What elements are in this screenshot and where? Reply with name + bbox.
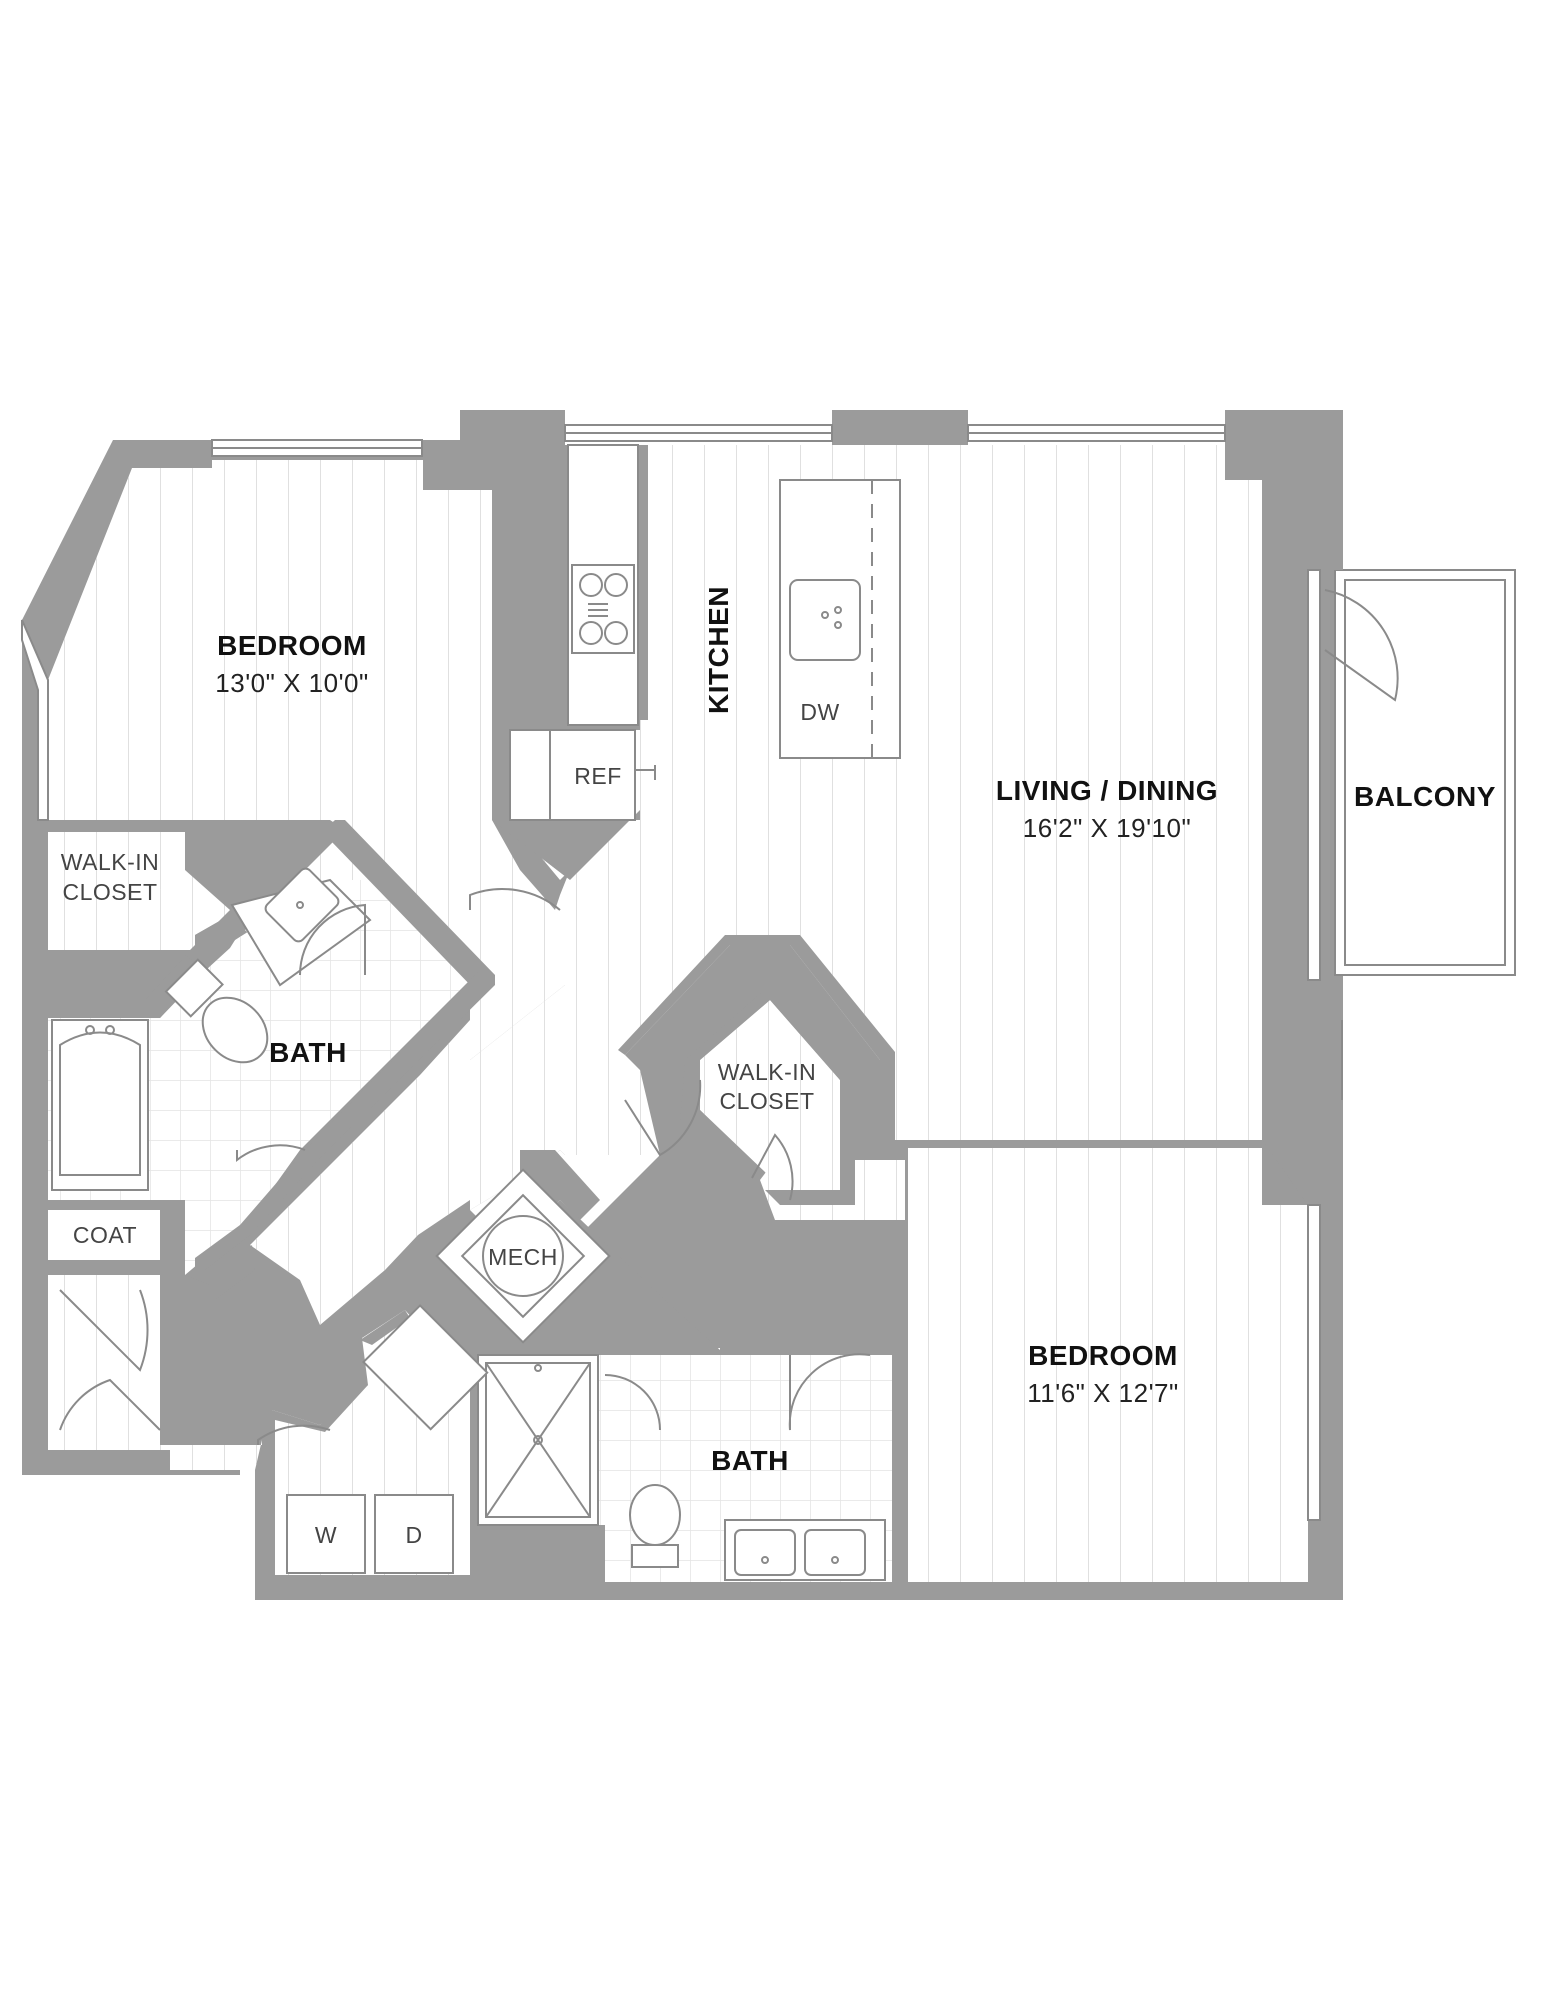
washer-label: W xyxy=(315,1522,337,1548)
shower-icon xyxy=(477,1354,599,1526)
bedroom-2-size: 11'6" X 12'7" xyxy=(1027,1378,1179,1408)
bath-1-fixtures xyxy=(51,867,372,1191)
kitchen-fixtures xyxy=(509,444,901,821)
kitchen-sink-icon xyxy=(789,579,861,661)
bedroom-1-size: 13'0" X 10'0" xyxy=(215,668,368,698)
living-dining-size: 16'2" X 19'10" xyxy=(1023,813,1191,843)
walk-in-closet-1-label-line1: WALK-IN xyxy=(61,849,160,875)
bath-2-title: BATH xyxy=(711,1445,789,1476)
dryer xyxy=(374,1494,454,1574)
balcony-title: BALCONY xyxy=(1354,781,1496,812)
walk-in-closet-2-label-line2: CLOSET xyxy=(719,1088,814,1114)
dryer-label: D xyxy=(405,1522,422,1548)
bedroom-2-title: BEDROOM xyxy=(1028,1340,1178,1371)
mech-closet xyxy=(435,1168,611,1344)
coat-closet-label: COAT xyxy=(73,1222,137,1248)
toilet-icon xyxy=(164,958,269,1064)
bedroom-1-title: BEDROOM xyxy=(217,630,367,661)
bath-sink-icon xyxy=(230,867,372,987)
laundry-shelf xyxy=(362,1304,489,1431)
double-vanity-sink-icon xyxy=(724,1519,886,1581)
bathtub-icon xyxy=(51,1019,149,1191)
living-dining-title: LIVING / DINING xyxy=(996,775,1218,806)
refrigerator-label: REF xyxy=(574,763,622,789)
toilet-icon xyxy=(629,1484,681,1568)
laundry-fixtures xyxy=(286,1304,489,1574)
bath-1-title: BATH xyxy=(269,1037,347,1068)
walk-in-closet-1-label-line2: CLOSET xyxy=(62,879,157,905)
doors xyxy=(59,589,1399,1445)
kitchen-title: KITCHEN xyxy=(703,586,734,714)
cooktop-icon xyxy=(571,564,635,654)
interior-walls xyxy=(48,410,1343,1600)
washer xyxy=(286,1494,366,1574)
dishwasher-label: DW xyxy=(800,699,839,725)
windows xyxy=(21,424,1321,1521)
walk-in-closet-2-label-line1: WALK-IN xyxy=(718,1059,817,1085)
bath-2-fixtures xyxy=(477,1353,886,1581)
room-labels: BEDROOM 13'0" X 10'0" WALK-IN CLOSET BAT… xyxy=(61,586,1496,1548)
mech-label: MECH xyxy=(488,1244,558,1270)
